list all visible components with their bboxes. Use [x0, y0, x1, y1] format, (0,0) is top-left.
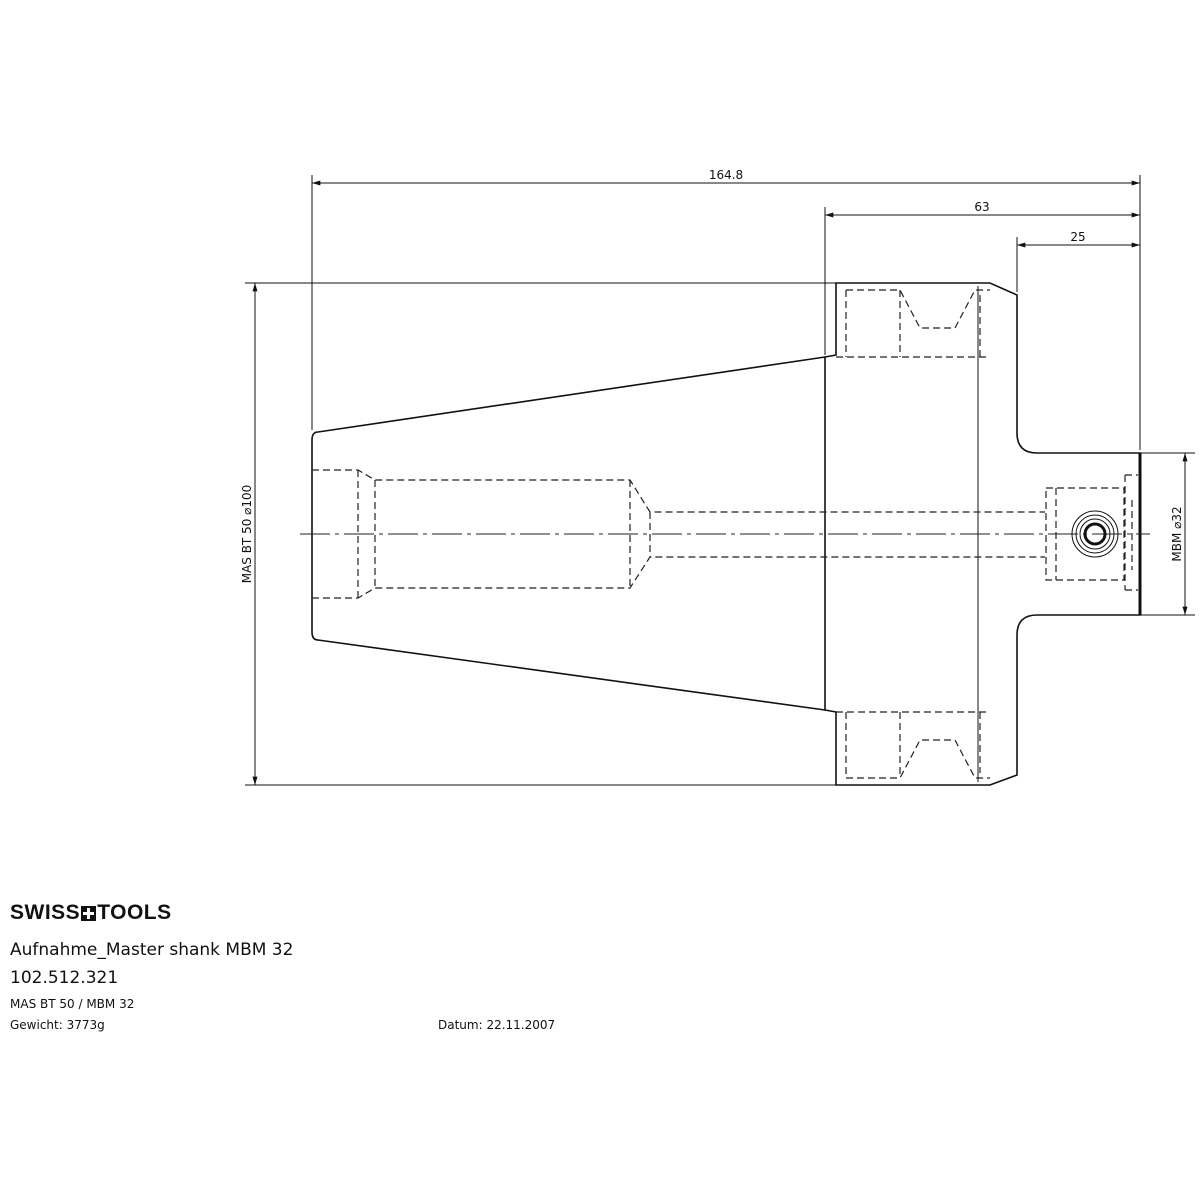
swisstools-logo: SWISS TOOLS	[10, 901, 172, 925]
dim-shank-length: 25	[1070, 230, 1085, 244]
dim-taper-diameter: MAS BT 50 ⌀100	[240, 485, 254, 584]
dim-overall-length: 164.8	[709, 168, 743, 182]
swiss-cross-icon	[81, 905, 97, 921]
part-number: 102.512.321	[10, 968, 119, 988]
dim-shank-diameter: MBM ⌀32	[1170, 506, 1184, 561]
logo-text-left: SWISS	[10, 901, 81, 924]
spec: MAS BT 50 / MBM 32	[10, 997, 135, 1011]
weight: Gewicht: 3773g	[10, 1018, 105, 1032]
drawing-name: Aufnahme_Master shank MBM 32	[10, 940, 294, 960]
dimensions: 164.8 63 25 MAS BT 50 ⌀100 MBM ⌀32	[240, 168, 1195, 786]
dim-flange-to-end: 63	[974, 200, 989, 214]
screw-hole	[1071, 510, 1119, 558]
hidden-lines	[312, 289, 1138, 779]
date: Datum: 22.11.2007	[438, 1018, 556, 1032]
logo-text-right: TOOLS	[97, 901, 172, 924]
